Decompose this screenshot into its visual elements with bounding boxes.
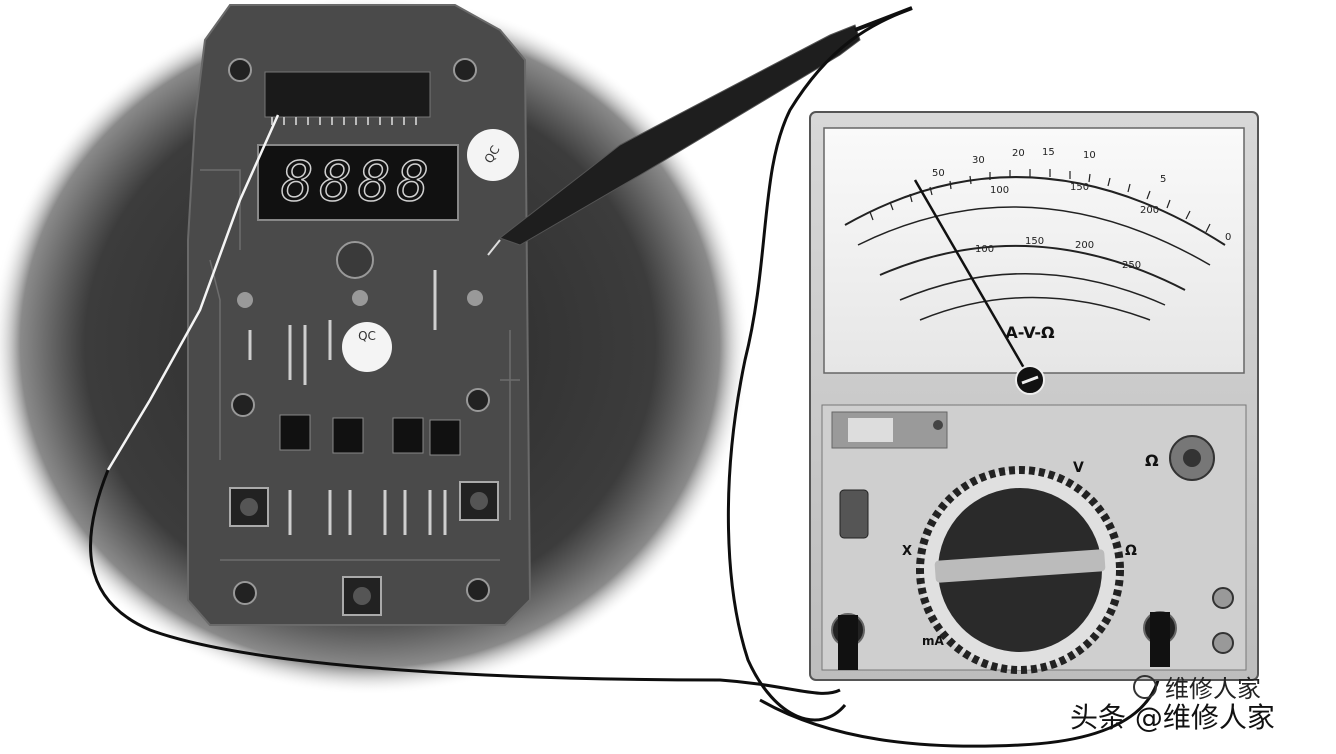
meter-face <box>823 127 1245 374</box>
pcb-board: 8888 QC QC <box>187 4 532 626</box>
ohm-scale-label: 30 <box>972 155 985 166</box>
selector-pointer <box>934 549 1106 583</box>
watermark-logo-icon <box>1133 675 1157 699</box>
mount-hole <box>228 58 252 82</box>
transistor <box>392 417 424 454</box>
transistor <box>429 419 461 456</box>
watermark-small: 维修人家 <box>1165 675 1261 703</box>
seven-segment-display <box>257 144 459 221</box>
mount-hole <box>233 581 257 605</box>
dc-scale-label: 200 <box>1140 205 1159 216</box>
ic-chip <box>264 71 431 118</box>
watermark: 维修人家 头条 @维修人家 <box>1070 675 1275 734</box>
ohm-scale-label: 0 <box>1225 232 1231 243</box>
jack-extra <box>1212 632 1234 654</box>
watermark-main: 头条 @维修人家 <box>1070 701 1275 734</box>
qc-sticker <box>342 322 392 372</box>
dc-scale-label: 250 <box>1122 260 1141 271</box>
ohm-scale-label: 20 <box>1012 148 1025 159</box>
led <box>352 290 368 306</box>
jack-extra <box>1212 587 1234 609</box>
buzzer <box>336 241 374 279</box>
mount-hole <box>466 578 490 602</box>
dial-label-v: V <box>1073 460 1084 476</box>
scale-ticks <box>869 169 1211 233</box>
qc-sticker-label: QC <box>358 329 376 343</box>
led <box>467 290 483 306</box>
side-switch <box>839 489 869 539</box>
resistor-group <box>248 270 447 535</box>
ohm-adjust-label: Ω <box>1145 451 1159 470</box>
transistor <box>279 414 311 451</box>
dc-scale-label: 200 <box>1075 240 1094 251</box>
dc-scale-label: 100 <box>990 185 1009 196</box>
dial-label-x: X <box>902 544 912 559</box>
mount-hole <box>231 393 255 417</box>
dc-scale-label: 150 <box>1025 236 1044 247</box>
lead-plug <box>1150 612 1170 667</box>
ohm-scale-label: 5 <box>1160 174 1166 185</box>
ohm-scale-label: 15 <box>1042 147 1055 158</box>
qc-sticker <box>467 129 519 181</box>
led <box>237 292 253 308</box>
probe-white-wire <box>106 114 280 471</box>
ohm-scale-label: 50 <box>932 168 945 179</box>
meter-needle <box>913 179 1030 376</box>
test-leads <box>89 6 1163 748</box>
dc-scale-label: 150 <box>1070 182 1089 193</box>
dial-label-ohm: Ω <box>1125 543 1137 559</box>
lead-plug <box>838 615 858 670</box>
dial-label-ma: mA <box>922 634 945 648</box>
mount-hole <box>453 58 477 82</box>
display-digits: 8888 <box>281 150 435 213</box>
mount-hole <box>466 388 490 412</box>
multimeter: 50 30 20 15 10 5 0 100 150 200 100 150 2… <box>809 111 1259 681</box>
unit-label: A-V-Ω <box>1005 323 1055 342</box>
dc-scale-label: 100 <box>975 244 994 255</box>
transistor <box>332 417 364 454</box>
ohm-scale-label: 10 <box>1083 150 1096 161</box>
